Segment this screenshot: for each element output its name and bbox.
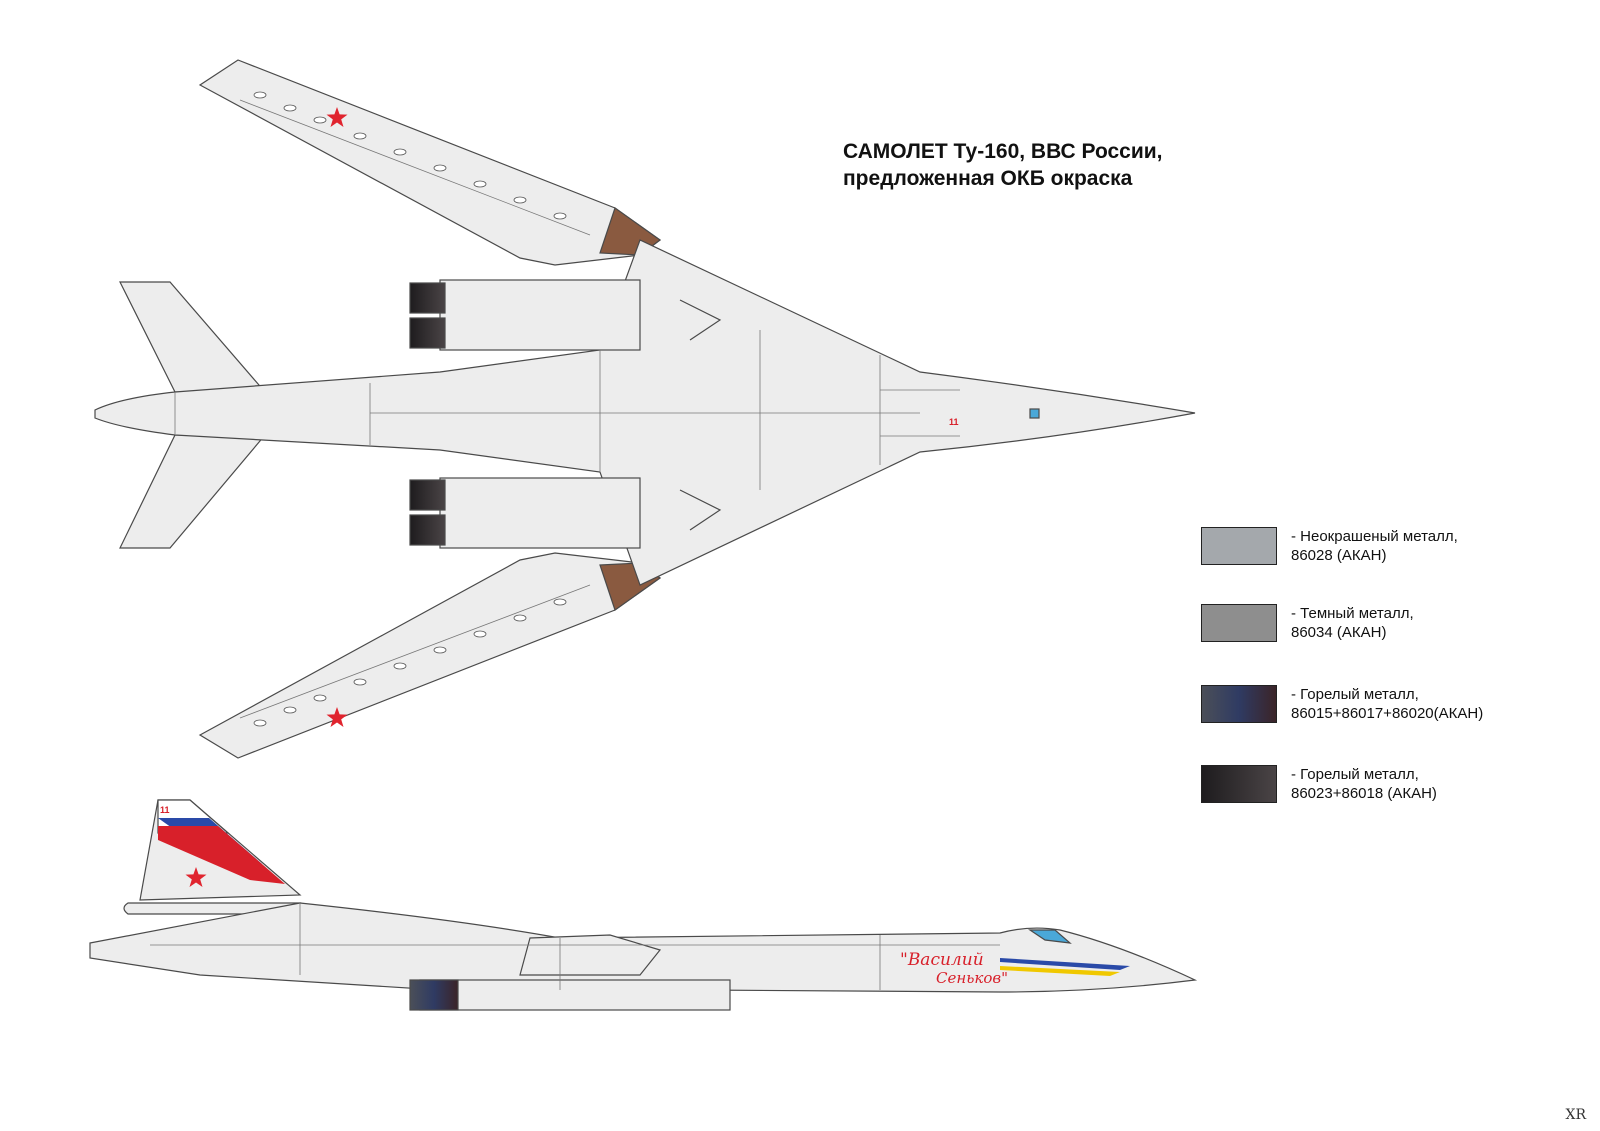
panel-lines: [174, 99, 960, 719]
top-view: 11: [94, 59, 1196, 759]
legend-item-burnt-metal-2: - Горелый металл, 86023+86018 (АКАН): [1201, 765, 1581, 805]
nacelle-side: [419, 979, 731, 1011]
legend-swatch: [1201, 527, 1277, 565]
nose-stripe-yellow: [1000, 966, 1120, 976]
tail-plane-upper: [119, 281, 267, 393]
legend-text: - Неокрашеный металл, 86028 (АКАН): [1291, 527, 1458, 565]
side-panel-lines: [150, 903, 1000, 990]
star-icon: [326, 707, 348, 727]
side-view: 11 "Василий Сеньков": [89, 799, 1198, 1011]
legend-code: 86034 (АКАН): [1291, 624, 1387, 641]
legend-text: - Темный металл, 86034 (АКАН): [1291, 604, 1414, 642]
canopy-marker: [1029, 408, 1040, 419]
title-line-2: предложенная ОКБ окраска: [843, 167, 1133, 190]
nozzle-3: [409, 479, 446, 511]
nozzle-side: [409, 979, 459, 1011]
lower-wing-holes: [253, 598, 567, 727]
legend-item-burnt-metal-1: - Горелый металл, 86015+86017+86020(АКАН…: [1201, 685, 1581, 725]
star-icon: [326, 107, 348, 127]
legend-swatch: [1201, 604, 1277, 642]
lower-wing: [198, 552, 662, 759]
legend-code: 86015+86017+86020(АКАН): [1291, 705, 1484, 722]
tail-number: 11: [160, 805, 170, 815]
nozzle-4: [409, 514, 446, 546]
legend-text: - Горелый металл, 86023+86018 (АКАН): [1291, 765, 1437, 803]
legend-code: 86023+86018 (АКАН): [1291, 785, 1437, 802]
corner-mark: XR: [1565, 1107, 1586, 1123]
legend-swatch: [1201, 765, 1277, 803]
legend-text: - Горелый металл, 86015+86017+86020(АКАН…: [1291, 685, 1483, 723]
intake-upper: [679, 299, 722, 341]
flag-red: [158, 826, 285, 884]
nacelle-lower: [439, 477, 641, 549]
legend-item-dark-metal: - Темный металл, 86034 (АКАН): [1201, 604, 1581, 644]
intake-lower: [679, 489, 722, 531]
nacelle-upper: [439, 279, 641, 351]
star-icon: [185, 867, 207, 887]
canopy-side: [1028, 929, 1072, 944]
upper-wing-holes: [253, 91, 567, 220]
nose-stripe-blue: [1000, 958, 1130, 970]
legend-code: 86028 (АКАН): [1291, 547, 1387, 564]
aircraft-name-line-2: Сеньков": [936, 969, 1008, 987]
legend-label: - Неокрашеный металл,: [1291, 528, 1458, 545]
legend-label: - Темный металл,: [1291, 605, 1414, 622]
title-line-1: САМОЛЕТ Ту-160, ВВС России,: [843, 140, 1163, 163]
aircraft-name-line-1: "Василий: [900, 950, 984, 970]
drawing-title: САМОЛЕТ Ту-160, ВВС России, предложенная…: [843, 138, 1163, 192]
tail-plane-lower: [119, 434, 267, 549]
legend-swatch: [1201, 685, 1277, 723]
nose-number: 11: [949, 417, 959, 427]
legend-label: - Горелый металл,: [1291, 766, 1419, 783]
legend-item-unpainted-metal: - Неокрашеный металл, 86028 (АКАН): [1201, 527, 1581, 567]
nozzle-2: [409, 317, 446, 349]
upper-wing: [198, 59, 662, 266]
nozzle-1: [409, 282, 446, 314]
legend-label: - Горелый металл,: [1291, 686, 1419, 703]
